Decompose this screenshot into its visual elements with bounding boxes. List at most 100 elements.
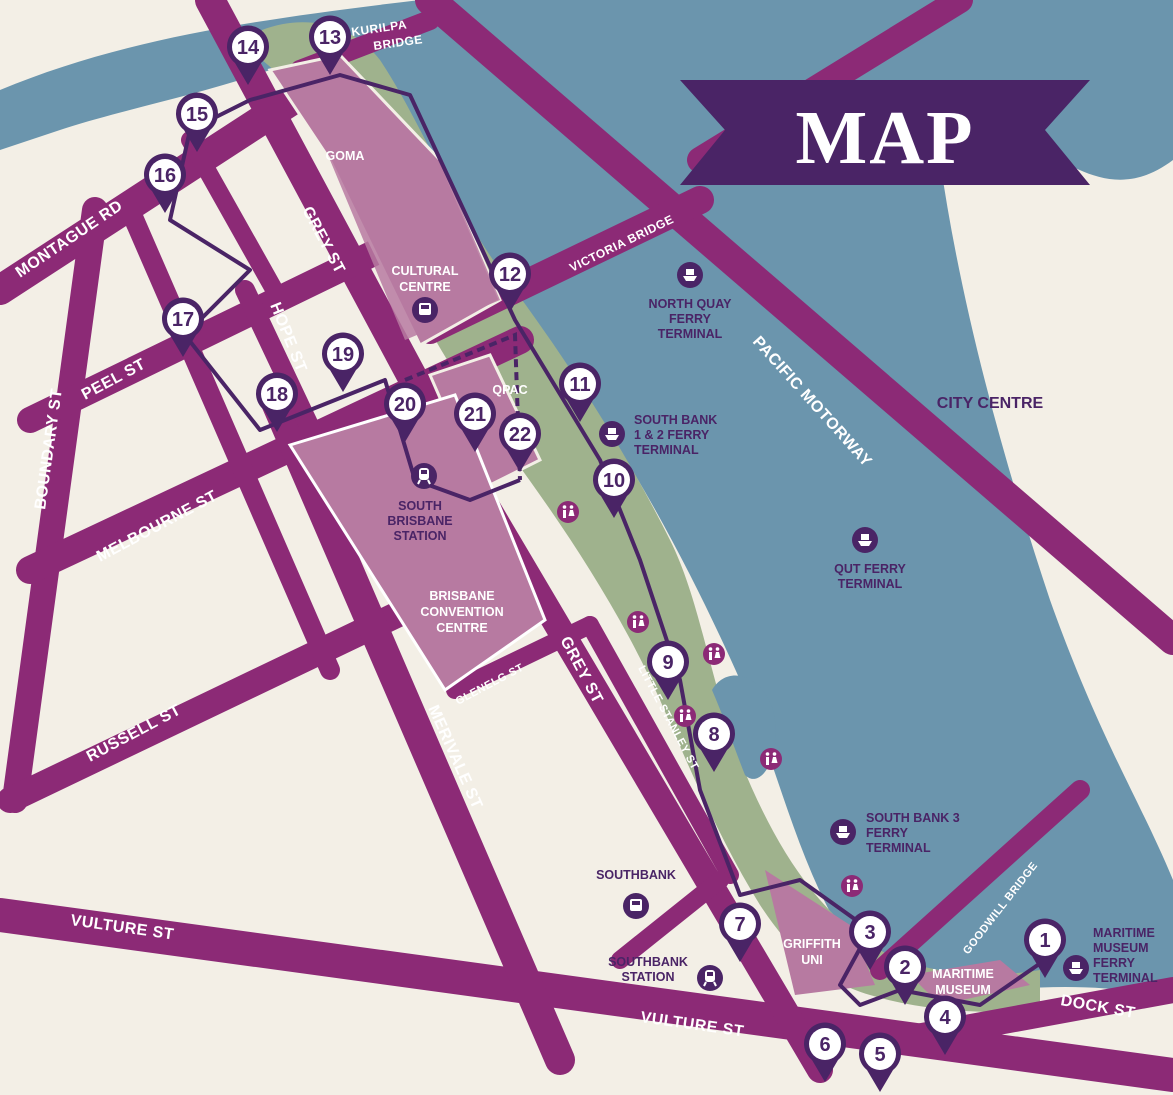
toilet-icon	[703, 643, 725, 665]
stop-number: 5	[874, 1044, 885, 1066]
map-title: MAP	[795, 96, 974, 180]
stop-number: 9	[662, 652, 673, 674]
transport-icons	[411, 262, 1089, 991]
stop-number: 13	[319, 27, 341, 49]
train-icon	[411, 463, 437, 489]
pin-inner-circle	[698, 718, 730, 750]
toilet-icon	[674, 705, 696, 727]
griffith-label-1: GRIFFITH	[783, 937, 841, 951]
sb-station-label-2: BRISBANE	[387, 514, 452, 528]
maritime-label-1: MARITIME	[932, 967, 994, 981]
southbank-station-label-1: SOUTHBANK	[608, 955, 688, 969]
stop-pin-4: 4	[924, 995, 966, 1055]
toilet-icon	[841, 875, 863, 897]
toilet-icon	[557, 501, 579, 523]
stop-pin-11: 11	[559, 362, 601, 422]
sb-station-label-1: SOUTH	[398, 499, 442, 513]
stop-pin-7: 7	[719, 902, 761, 962]
southbank3-label-3: TERMINAL	[866, 841, 931, 855]
stop-pin-20: 20	[384, 382, 426, 442]
stop-pin-3: 3	[849, 910, 891, 970]
griffith-label-2: UNI	[801, 953, 823, 967]
pin-inner-circle	[504, 418, 536, 450]
north-quay-label-2: FERRY	[669, 312, 712, 326]
ferry-icon	[852, 527, 878, 553]
cultural-centre-label-2: CENTRE	[399, 280, 450, 294]
walking-route	[168, 73, 1047, 1007]
pin-inner-circle	[598, 464, 630, 496]
map-banner: MAP	[680, 80, 1090, 185]
pin-inner-circle	[459, 398, 491, 430]
maritime-label-2: MUSEUM	[935, 983, 991, 997]
stop-number: 16	[154, 165, 176, 187]
convention-label-1: BRISBANE	[429, 589, 494, 603]
stop-number: 14	[237, 37, 260, 59]
stop-number: 6	[819, 1034, 830, 1056]
pin-inner-circle	[1029, 924, 1061, 956]
stop-pin-19: 19	[322, 332, 364, 392]
stop-pin-10: 10	[593, 458, 635, 518]
cultural-centre-label-1: CULTURAL	[391, 264, 458, 278]
ferry-icon	[677, 262, 703, 288]
pin-inner-circle	[724, 908, 756, 940]
pin-inner-circle	[389, 388, 421, 420]
stop-number: 18	[266, 384, 288, 406]
goma-label: GOMA	[326, 149, 365, 163]
griffith-uni-building	[765, 870, 875, 995]
maritime-museum-building	[910, 960, 1030, 1005]
stop-number: 11	[569, 374, 590, 396]
stop-pin-18: 18	[256, 372, 298, 432]
southbank3-label-1: SOUTH BANK 3	[866, 811, 960, 825]
train-icon	[697, 965, 723, 991]
pin-inner-circle	[854, 916, 886, 948]
qpac-label: QPAC	[492, 383, 527, 397]
convention-label-3: CENTRE	[436, 621, 487, 635]
pin-inner-circle	[327, 338, 359, 370]
area-labels: GOMA CULTURAL CENTRE QPAC BRISBANE CONVE…	[326, 149, 994, 997]
stop-number: 7	[734, 914, 745, 936]
brisbane-river	[0, 0, 1173, 1000]
ferry-icon	[830, 819, 856, 845]
stop-pin-22: 22	[499, 412, 541, 472]
stop-number: 3	[864, 922, 875, 944]
north-quay-label-3: TERMINAL	[658, 327, 723, 341]
pin-inner-circle	[809, 1028, 841, 1060]
qut-label-2: TERMINAL	[838, 577, 903, 591]
ferry-icon	[1063, 955, 1089, 981]
stop-number: 12	[499, 264, 521, 286]
pin-inner-circle	[232, 31, 264, 63]
maritime-ferry-label-1: MARITIME	[1093, 926, 1155, 940]
stop-pin-15: 15	[176, 92, 218, 152]
stop-number: 20	[394, 394, 416, 416]
stop-pin-17: 17	[162, 297, 204, 357]
southbank3-label-2: FERRY	[866, 826, 909, 840]
qut-label-1: QUT FERRY	[834, 562, 906, 576]
stop-pin-9: 9	[647, 640, 689, 700]
stop-number: 4	[939, 1007, 951, 1029]
pin-inner-circle	[261, 378, 293, 410]
toilet-icon	[760, 748, 782, 770]
southbank-bus-label: SOUTHBANK	[596, 868, 676, 882]
pin-inner-circle	[652, 646, 684, 678]
stop-pin-12: 12	[489, 252, 531, 312]
southbank12-label-1: SOUTH BANK	[634, 413, 717, 427]
city-centre-label: CITY CENTRE	[937, 395, 1044, 412]
sb-station-label-3: STATION	[393, 529, 446, 543]
ferry-icon	[599, 421, 625, 447]
southbank12-label-2: 1 & 2 FERRY	[634, 428, 710, 442]
stop-number: 21	[464, 404, 486, 426]
southbank12-label-3: TERMINAL	[634, 443, 699, 457]
toilet-icons	[557, 501, 863, 897]
stop-pin-21: 21	[454, 392, 496, 452]
southbank-station-label-2: STATION	[621, 970, 674, 984]
stop-pin-6: 6	[804, 1022, 846, 1082]
bus-icon	[412, 297, 438, 323]
stop-pin-13: 13	[309, 15, 351, 75]
stop-number: 17	[172, 309, 194, 331]
maritime-ferry-label-4: TERMINAL	[1093, 971, 1158, 985]
stop-pin-5: 5	[859, 1032, 901, 1092]
bus-icon	[623, 893, 649, 919]
stop-pin-1: 1	[1024, 918, 1066, 978]
